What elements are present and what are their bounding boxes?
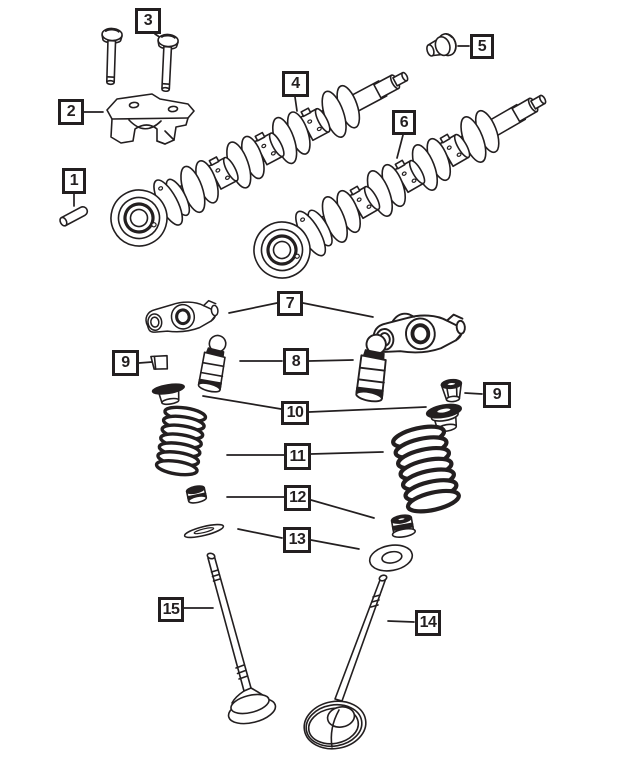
spring-retainer-left-drawing (151, 383, 185, 406)
spring-seat-washer-left-drawing (183, 523, 225, 539)
valve-right-drawing (303, 574, 388, 750)
callout-9-right[interactable]: 9 (483, 382, 511, 408)
callout-3[interactable]: 3 (135, 8, 161, 34)
callout-11[interactable]: 11 (284, 443, 311, 470)
valve-lock-left-drawing (150, 354, 169, 370)
valve-lock-right-drawing (440, 378, 463, 403)
cap-bolts-drawing (101, 27, 179, 93)
valve-spring-right-drawing (391, 424, 461, 514)
callout-7[interactable]: 7 (277, 291, 303, 316)
callout-8[interactable]: 8 (283, 348, 309, 375)
callout-9-left[interactable]: 9 (112, 350, 139, 376)
callout-14[interactable]: 14 (415, 610, 441, 636)
callout-1[interactable]: 1 (62, 168, 86, 194)
camshaft-left-drawing (110, 71, 409, 247)
valve-stem-seal-left-drawing (185, 485, 208, 504)
leader-lines (73, 33, 483, 623)
bearing-cap-drawing (106, 93, 195, 145)
valve-left-drawing (206, 552, 277, 725)
rocker-arm-right-drawing (372, 312, 466, 354)
lash-adjuster-left-drawing (197, 334, 227, 393)
valve-spring-left-drawing (154, 405, 208, 477)
spring-retainer-right-drawing (425, 403, 463, 433)
callout-10[interactable]: 10 (281, 401, 309, 425)
callout-6[interactable]: 6 (392, 110, 416, 135)
callout-12[interactable]: 12 (284, 485, 311, 511)
callout-13[interactable]: 13 (283, 527, 311, 553)
callout-2[interactable]: 2 (58, 99, 84, 125)
camshaft-right-drawing (253, 94, 547, 279)
valve-stem-seal-right-drawing (390, 514, 417, 538)
callout-4[interactable]: 4 (282, 71, 309, 97)
lash-adjuster-right-drawing (355, 333, 387, 403)
callout-15[interactable]: 15 (158, 597, 184, 622)
dowel-pin-drawing (59, 206, 89, 227)
callout-5[interactable]: 5 (470, 34, 494, 59)
spring-seat-washer-right-drawing (368, 544, 414, 572)
end-plug-drawing (426, 33, 457, 57)
rocker-arm-left-drawing (145, 299, 219, 333)
